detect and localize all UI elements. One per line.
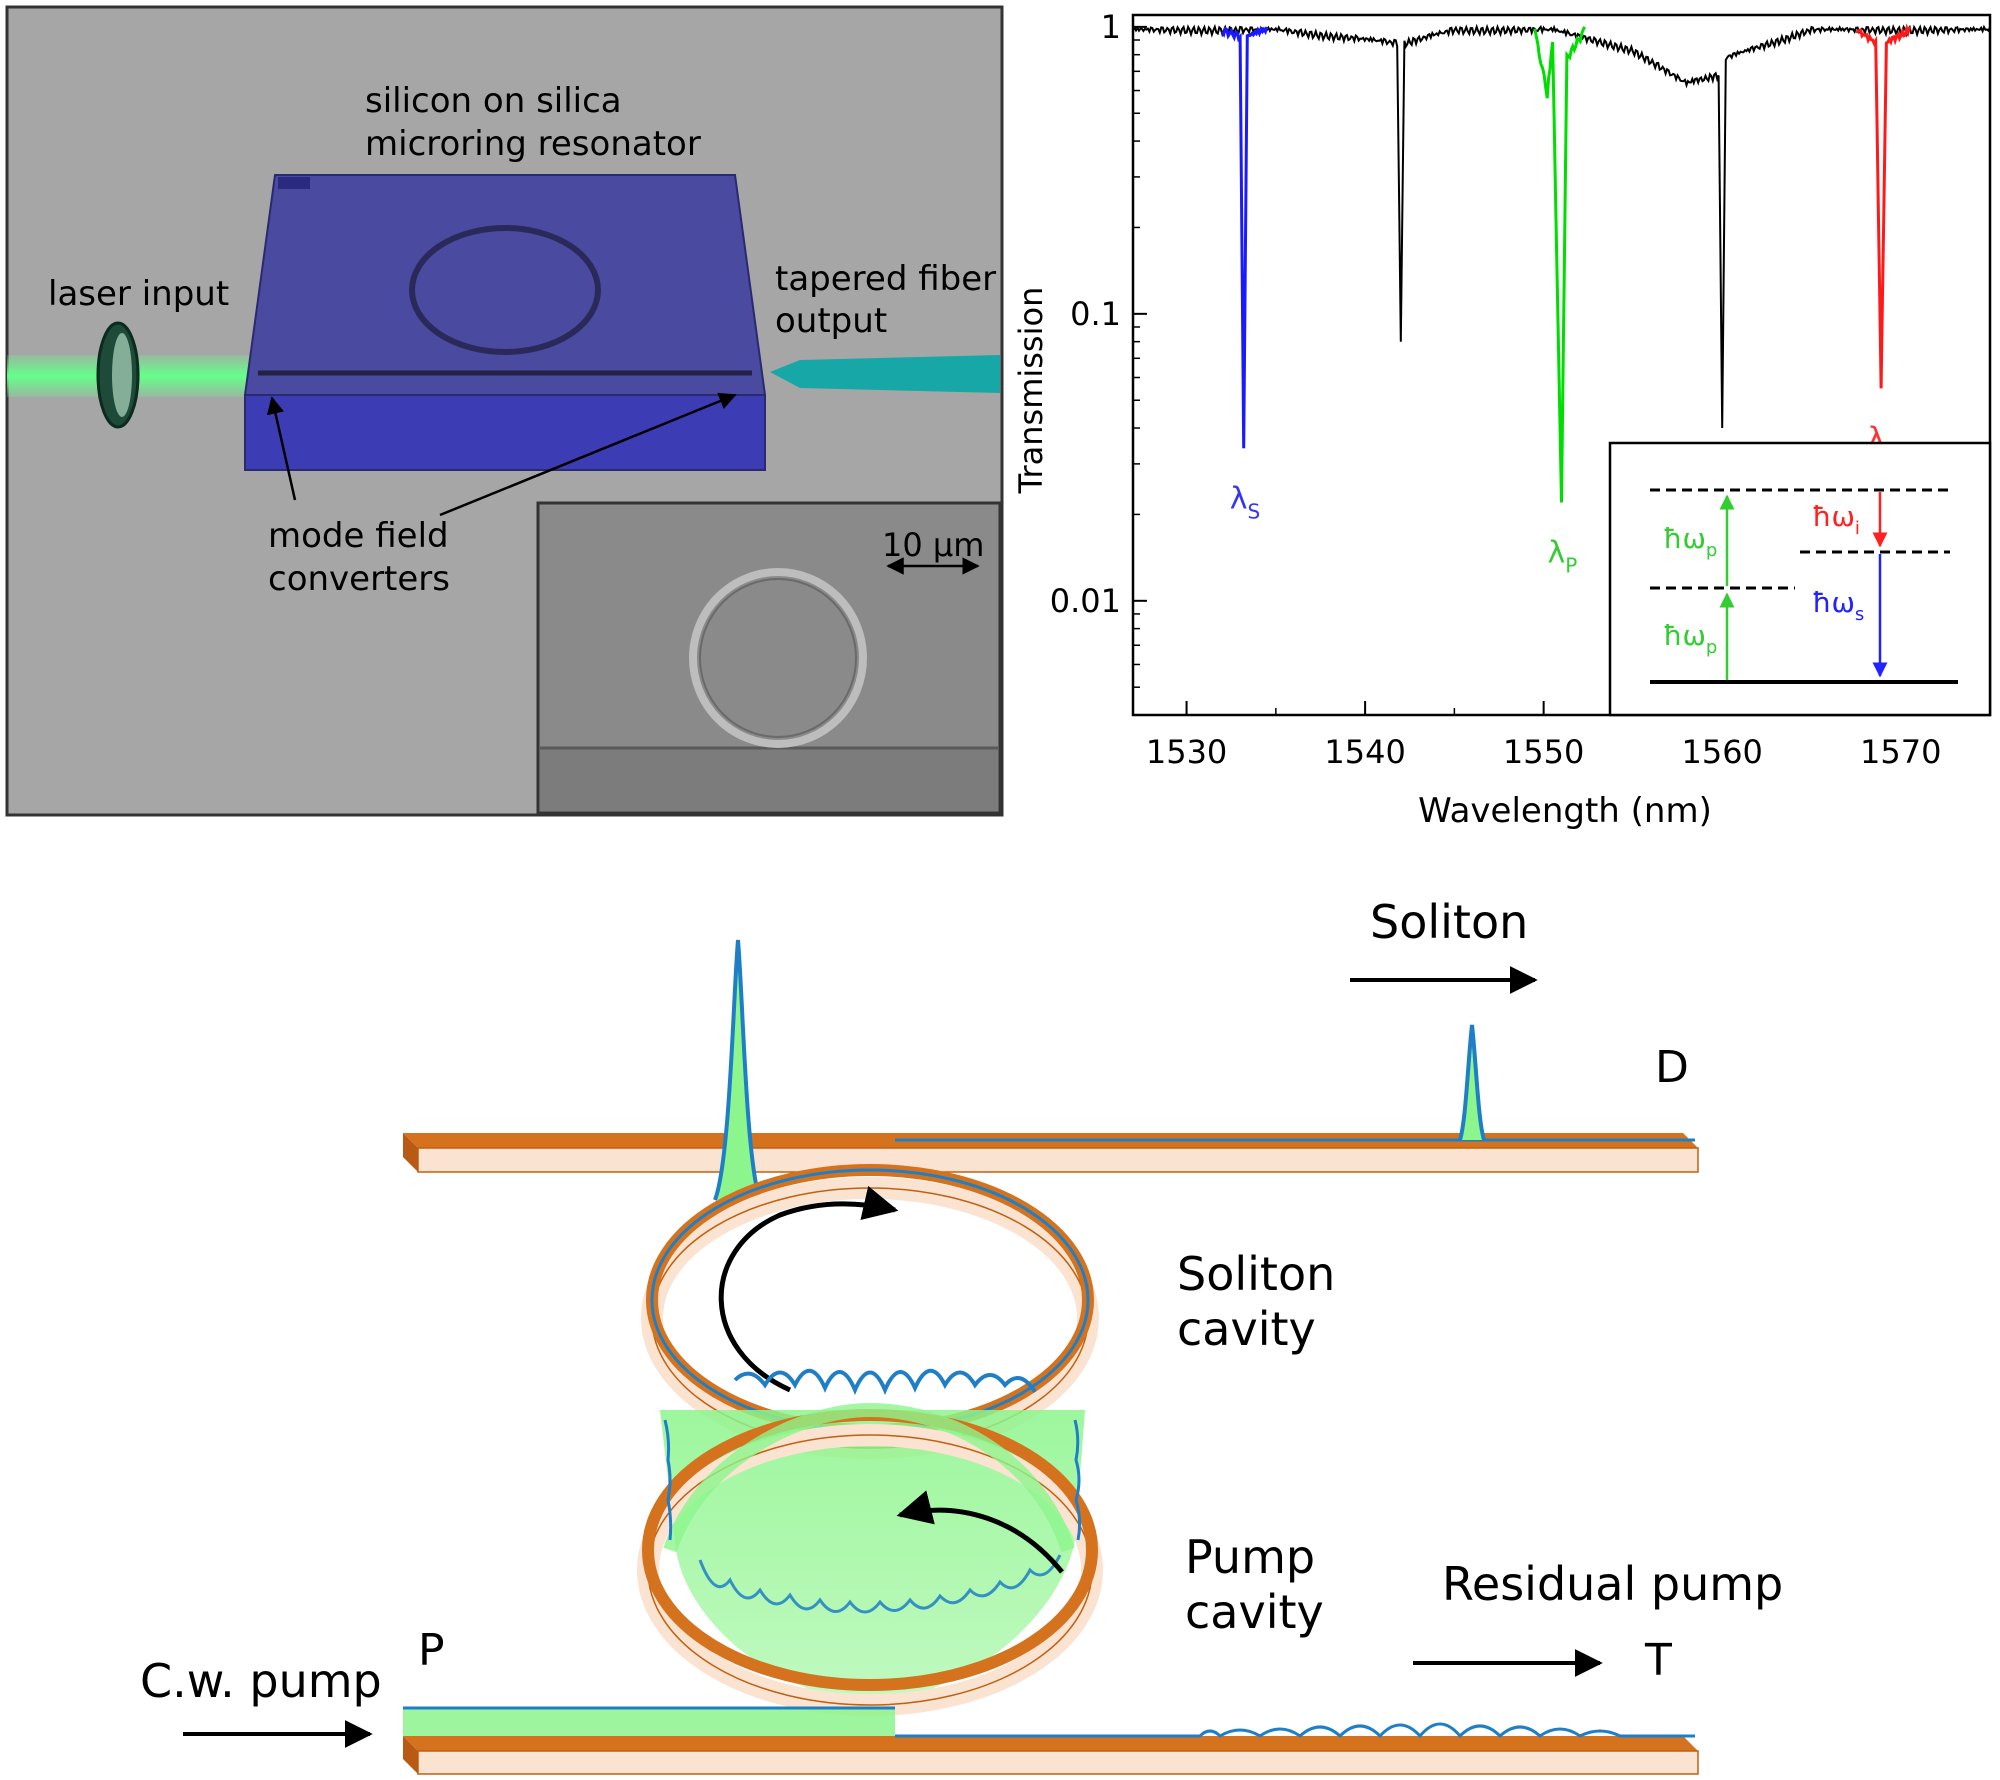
energy-level-inset: ħωp ħωp ħωi ħωs [1608, 441, 1992, 717]
x-tick-label-2: 1550 [1503, 733, 1584, 771]
series-line-1 [1221, 25, 1269, 449]
soliton-label: Soliton [1370, 895, 1528, 949]
bus-waveguide-bottom [403, 1706, 1699, 1775]
panel-c-coupled-cavities: Soliton D Soliton cavity Pump cavity Res… [140, 895, 1783, 1775]
laser-input-label: laser input [48, 274, 229, 314]
y-axis-label: Transmission [1012, 287, 1050, 495]
pump-ring-waveform-bottom [698, 1554, 1062, 1614]
soliton-cavity-label-line2: cavity [1177, 1302, 1316, 1356]
soliton-pulse-output [1458, 1024, 1486, 1141]
residual-pump-waveform [895, 1722, 1695, 1739]
mfc-arrow-right [439, 392, 737, 517]
pump-cavity-label-line1: Pump [1185, 1530, 1315, 1584]
mfc-label-line2: converters [268, 559, 450, 599]
transmission-chart: 1530 1540 1550 1560 1570 1 0.1 0.01 Wavelength … [1012, 8, 1992, 831]
soliton-pulse-coupling [713, 939, 762, 1201]
x-tick-label-1: 1540 [1324, 733, 1405, 771]
series-layer [1132, 23, 1991, 503]
pump-cavity-ring [637, 1368, 1103, 1716]
tapered-fiber-label-line2: output [775, 301, 887, 341]
series-line-3 [1855, 23, 1912, 389]
microring [409, 225, 601, 355]
soliton-circulation-arrow [718, 1185, 899, 1393]
residual-pump-label: Residual pump [1442, 1557, 1783, 1611]
mfc-arrow-left [266, 396, 297, 501]
series-line-0 [1132, 23, 1991, 429]
chip-side [244, 394, 766, 471]
x-tick-label-3: 1560 [1681, 733, 1762, 771]
hw-p-upper-label: ħωp [1663, 522, 1717, 561]
plot-frame [1131, 13, 1992, 717]
x-tick-label-0: 1530 [1146, 733, 1227, 771]
port-t-label: T [1644, 1635, 1672, 1686]
panel-a-device-schematic: silicon on silica microring resonator la… [5, 5, 1004, 817]
series-line-2 [1533, 26, 1587, 503]
tick-layer: 1530 1540 1550 1560 1570 1 0.1 0.01 [1050, 8, 1991, 771]
hw-p-lower-label: ħωp [1663, 619, 1717, 658]
tapered-fiber [770, 355, 1000, 393]
peak-label-1: λP [1548, 536, 1578, 578]
port-p-label: P [418, 1625, 445, 1676]
pump-cavity-label-line2: cavity [1185, 1585, 1324, 1639]
pump-circulation-arrow [896, 1490, 1064, 1574]
x-axis-label: Wavelength (nm) [1418, 791, 1712, 831]
x-tick-label-4: 1570 [1860, 733, 1941, 771]
sem-ring [689, 568, 867, 748]
hw-s-label: ħωs [1812, 586, 1864, 625]
scale-bar-label: 10 µm [882, 526, 984, 564]
sem-inset: 10 µm [536, 501, 1002, 815]
soliton-cavity-label-line1: Soliton [1177, 1247, 1335, 1301]
y-tick-label-0: 1 [1101, 8, 1121, 46]
y-tick-label-2: 0.01 [1050, 582, 1121, 620]
pump-ring-waveform-top [733, 1368, 1037, 1396]
peak-label-0: λS [1230, 481, 1260, 523]
tapered-fiber-label-line1: tapered fiber [775, 259, 996, 299]
cw-pump-label: C.w. pump [140, 1654, 382, 1708]
drop-waveguide [403, 1133, 1699, 1173]
y-tick-label-1: 0.1 [1070, 295, 1121, 333]
hw-i-label: ħωi [1812, 500, 1860, 539]
chip-title-line1: silicon on silica [365, 81, 622, 121]
port-d-label: D [1655, 1042, 1689, 1093]
mfc-label-line1: mode field [268, 516, 449, 556]
chip-title-line2: microring resonator [365, 124, 701, 164]
chip-top [243, 174, 767, 396]
